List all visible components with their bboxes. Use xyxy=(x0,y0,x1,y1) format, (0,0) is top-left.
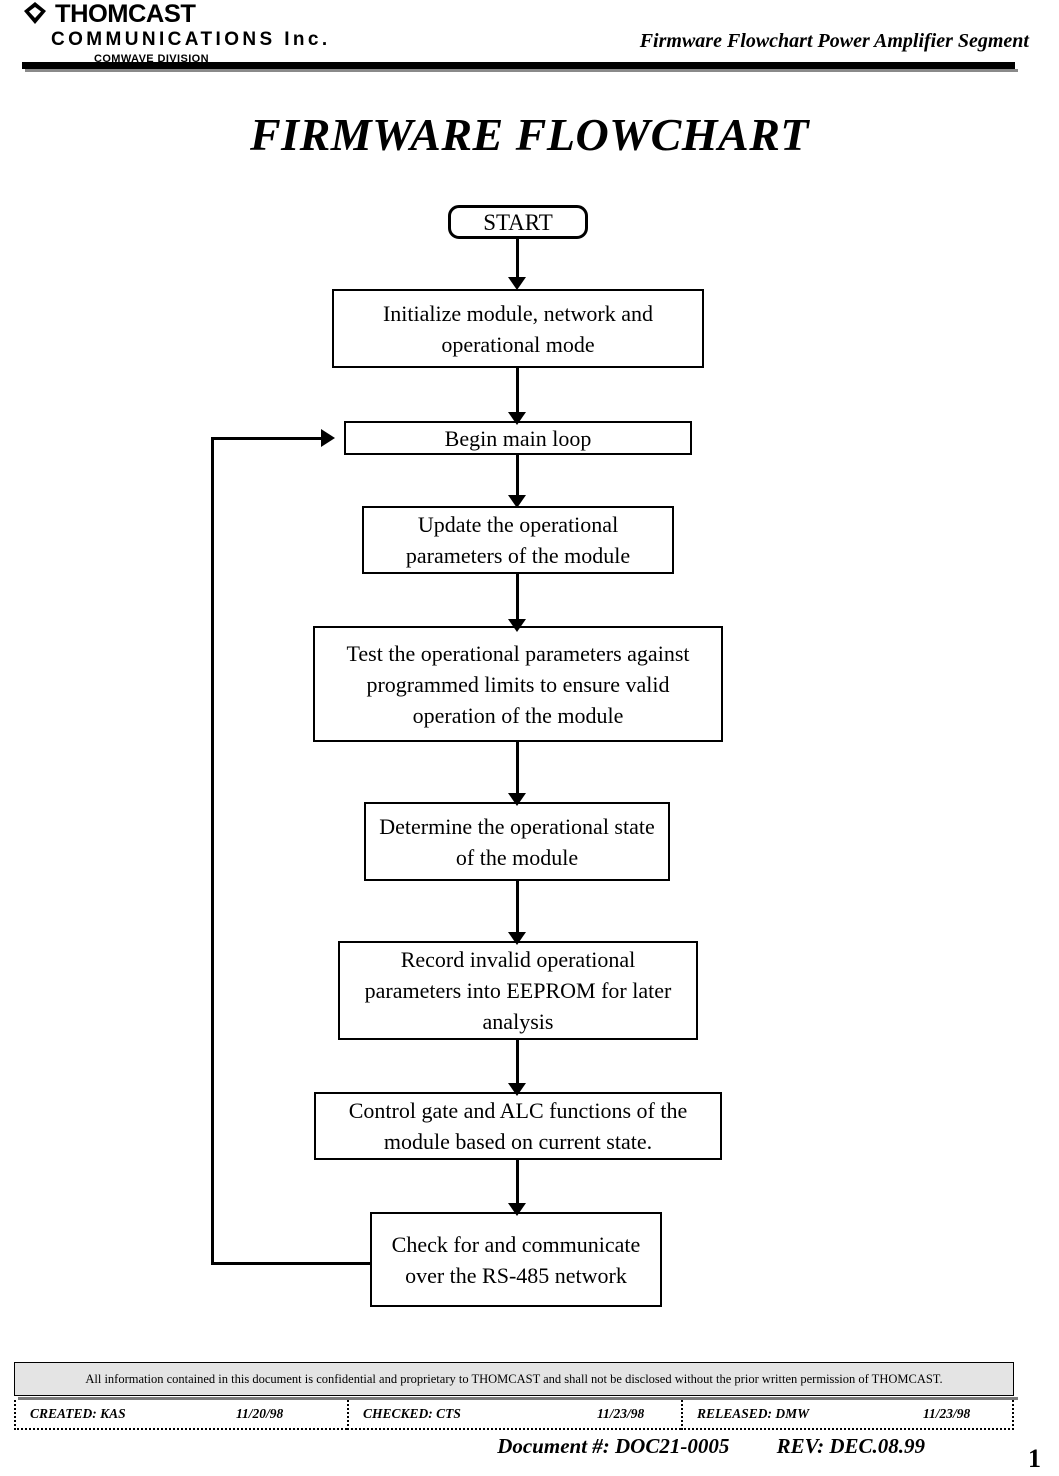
footer-meta-checked-date: 11/23/98 xyxy=(597,1406,645,1421)
flow-node-rs485-communicate-label: Check for and communicate over the RS-48… xyxy=(391,1231,641,1288)
document-number: Document #: DOC21-0005 xyxy=(497,1434,730,1458)
flow-node-start-label: START xyxy=(483,209,553,235)
connector-mainloop-to-update xyxy=(516,455,519,504)
logo-primary-row: THOMCAST xyxy=(22,0,442,28)
flow-node-update-parameters: Update the operational parameters of the… xyxy=(362,506,674,574)
flow-node-control-gate-alc-label: Control gate and ALC functions of the mo… xyxy=(348,1098,688,1154)
flow-node-start: START xyxy=(448,205,588,239)
document-revision: REV: DEC.08.99 xyxy=(776,1434,925,1458)
arrowhead-init-to-mainloop xyxy=(508,412,526,425)
arrowhead-record-to-control xyxy=(508,1083,526,1096)
footer-meta-released-date: 11/23/98 xyxy=(923,1406,971,1421)
flow-node-begin-main-loop: Begin main loop xyxy=(344,421,692,455)
page-header: THOMCAST COMMUNICATIONS Inc. COMWAVE DIV… xyxy=(0,0,1059,80)
confidentiality-notice: All information contained in this docume… xyxy=(14,1362,1018,1400)
flow-node-initialize-label: Initialize module, network and operation… xyxy=(382,300,654,357)
arrowhead-mainloop-to-update xyxy=(508,495,526,508)
firmware-flowchart: START Initialize module, network and ope… xyxy=(211,205,723,1307)
footer-metadata-row: CREATED: KAS 11/20/98 CHECKED: CTS 11/23… xyxy=(14,1400,1014,1430)
arrowhead-control-to-comm xyxy=(508,1203,526,1216)
loopback-segment-bottom xyxy=(211,1262,373,1265)
flow-node-initialize: Initialize module, network and operation… xyxy=(332,289,704,368)
footer-meta-checked: CHECKED: CTS 11/23/98 xyxy=(347,1400,681,1430)
flow-node-determine-state: Determine the operational state of the m… xyxy=(364,802,670,881)
footer-meta-released-name: RELEASED: DMW xyxy=(697,1406,810,1421)
connector-control-to-comm xyxy=(516,1160,519,1212)
connector-test-to-determine xyxy=(516,742,519,802)
logo-text-thomcast: THOMCAST xyxy=(55,0,196,28)
arrowhead-determine-to-record xyxy=(508,932,526,945)
flow-node-test-parameters: Test the operational parameters against … xyxy=(313,626,723,742)
arrowhead-update-to-test xyxy=(508,619,526,632)
footer-meta-created-name: CREATED: KAS xyxy=(30,1406,126,1421)
header-divider-rule xyxy=(22,62,1018,72)
confidentiality-notice-text: All information contained in this docume… xyxy=(85,1371,943,1386)
flow-node-rs485-communicate: Check for and communicate over the RS-48… xyxy=(370,1212,662,1307)
flow-node-control-gate-alc: Control gate and ALC functions of the mo… xyxy=(314,1092,722,1160)
page-title: FIRMWARE FLOWCHART xyxy=(249,109,810,160)
flow-node-test-parameters-label: Test the operational parameters against … xyxy=(346,640,690,728)
arrowhead-loopback-to-mainloop xyxy=(321,429,335,447)
connector-determine-to-record xyxy=(516,881,519,941)
connector-start-to-init xyxy=(516,239,519,286)
logo-text-communications: COMMUNICATIONS Inc. xyxy=(51,29,331,50)
company-logo: THOMCAST COMMUNICATIONS Inc. COMWAVE DIV… xyxy=(22,0,442,66)
footer-meta-checked-name: CHECKED: CTS xyxy=(363,1406,461,1421)
connector-record-to-control xyxy=(516,1040,519,1092)
loopback-segment-top xyxy=(211,437,321,440)
thomcast-diamond-logo-icon xyxy=(22,1,48,25)
footer-meta-created-date: 11/20/98 xyxy=(236,1406,284,1421)
connector-update-to-test xyxy=(516,574,519,628)
flow-node-update-parameters-label: Update the operational parameters of the… xyxy=(405,512,631,568)
footer-meta-created: CREATED: KAS 11/20/98 xyxy=(14,1400,347,1430)
arrowhead-start-to-init xyxy=(508,277,526,290)
flow-node-record-eeprom: Record invalid operational parameters in… xyxy=(338,941,698,1040)
flow-node-determine-state-label: Determine the operational state of the m… xyxy=(379,813,655,870)
header-document-title: Firmware Flowchart Power Amplifier Segme… xyxy=(639,30,1029,52)
footer-meta-released: RELEASED: DMW 11/23/98 xyxy=(681,1400,1014,1430)
loopback-segment-left xyxy=(211,437,214,1265)
page-number: 1 xyxy=(1028,1444,1041,1473)
document-reference-line: Document #: DOC21-0005 REV: DEC.08.99 xyxy=(0,1434,925,1459)
flow-node-record-eeprom-label: Record invalid operational parameters in… xyxy=(364,947,672,1034)
connector-init-to-mainloop xyxy=(516,368,519,421)
flow-node-begin-main-loop-label: Begin main loop xyxy=(444,425,592,451)
arrowhead-test-to-determine xyxy=(508,793,526,806)
